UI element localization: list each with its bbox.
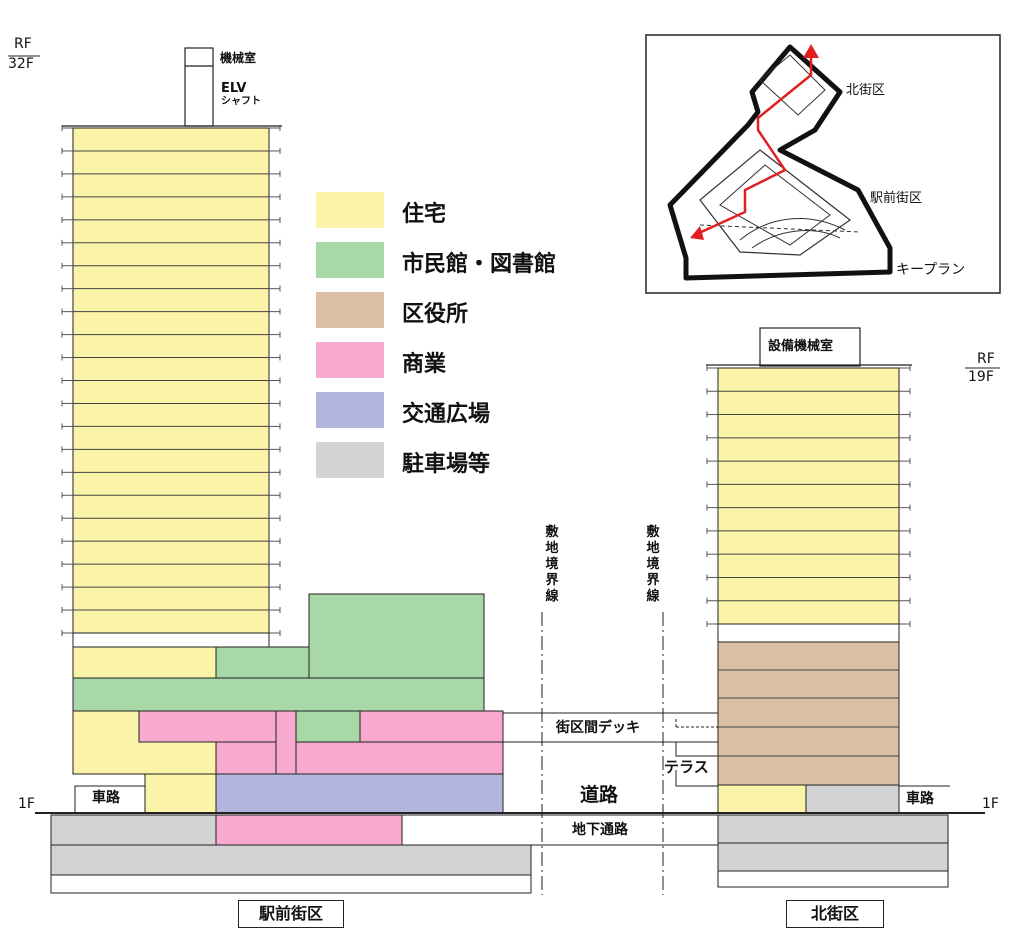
legend-swatch <box>316 292 384 328</box>
legend-swatch <box>316 242 384 278</box>
right-tower-void <box>717 623 900 643</box>
legend-label: 駐車場等 <box>402 452 491 477</box>
podium-commercial-a <box>138 710 277 743</box>
district-label-north: 北街区 <box>786 900 884 928</box>
legend-label: 交通広場 <box>402 402 491 427</box>
keyplan-arrow-top <box>803 44 819 58</box>
site-boundary-label-2: 敷地境界線 <box>646 525 660 604</box>
podium-commercial-d <box>295 741 504 775</box>
right-parking-ground <box>805 784 900 814</box>
podium-commercial-col <box>275 710 297 775</box>
deck-label: 街区間デッキ <box>556 720 640 736</box>
legend-swatch <box>316 192 384 228</box>
rf-label-left: RF <box>14 36 32 52</box>
elv-label: ELV <box>221 81 247 96</box>
legend-label: 区役所 <box>402 302 469 327</box>
podium-residential-ground <box>144 773 217 814</box>
inter-block-deck <box>502 712 719 743</box>
basement-right-b3 <box>717 870 949 888</box>
podium-civic-band <box>72 677 485 712</box>
terrace-outline <box>675 742 718 757</box>
machine-room-label: 機械室 <box>220 51 257 65</box>
podium-civic-upper <box>215 646 310 679</box>
legend-item: 駐車場等 <box>316 442 616 480</box>
basement-commercial <box>215 814 403 846</box>
podium-commercial-c <box>215 741 277 775</box>
right-tower-residential <box>717 367 900 625</box>
elv-shaft-label: シャフト <box>221 96 261 107</box>
underground-passage-label: 地下通路 <box>572 822 628 838</box>
left-tower-void <box>72 632 270 648</box>
rf-label-right: RF <box>977 351 995 367</box>
legend-label: 市民館・図書館 <box>402 252 557 277</box>
basement-left-b3 <box>50 874 532 894</box>
equipment-room-label: 設備機械室 <box>768 339 834 354</box>
podium-commercial-b <box>359 710 504 743</box>
site-boundary-label-1: 敷地境界線 <box>545 525 559 604</box>
ground-floor-label-left: 1F <box>18 796 35 812</box>
basement-left-b2 <box>50 844 532 876</box>
right-residential-ground <box>717 784 807 814</box>
keyplan-section-line <box>698 48 813 235</box>
podium-residential-upper <box>72 646 217 679</box>
road-label: 道路 <box>580 784 619 806</box>
keyplan-station-label: 駅前街区 <box>870 191 923 206</box>
district-label-station: 駅前街区 <box>238 900 344 928</box>
legend-swatch <box>316 442 384 478</box>
legend-swatch <box>316 392 384 428</box>
basement-right-b2 <box>717 842 949 872</box>
legend-label: 住宅 <box>402 202 447 227</box>
legend-item: 交通広場 <box>316 392 616 430</box>
elv-shaft <box>184 47 214 127</box>
keyplan-title: キープラン <box>896 262 966 278</box>
terrace-label: テラス <box>664 758 709 776</box>
underground-passage <box>401 814 719 846</box>
equipment-room <box>759 327 861 367</box>
legend-item: 住宅 <box>316 192 616 230</box>
legend-item: 市民館・図書館 <box>316 242 616 280</box>
floor-label-32f: 32F <box>8 56 34 72</box>
car-road-label-right: 車路 <box>906 791 934 807</box>
legend-swatch <box>316 342 384 378</box>
legend-item: 商業 <box>316 342 616 380</box>
ground-floor-label-right: 1F <box>982 796 999 812</box>
legend-item: 区役所 <box>316 292 616 330</box>
car-road-label-left: 車路 <box>92 790 120 806</box>
floor-label-19f: 19F <box>968 369 994 385</box>
podium-civic-small <box>295 710 361 743</box>
basement-right-b1 <box>717 814 949 844</box>
legend-label: 商業 <box>402 352 447 377</box>
keyplan-north-label: 北街区 <box>846 83 886 98</box>
transport-plaza <box>215 773 504 814</box>
ward-office <box>717 641 900 786</box>
keyplan-arrow-bottom <box>690 226 704 240</box>
